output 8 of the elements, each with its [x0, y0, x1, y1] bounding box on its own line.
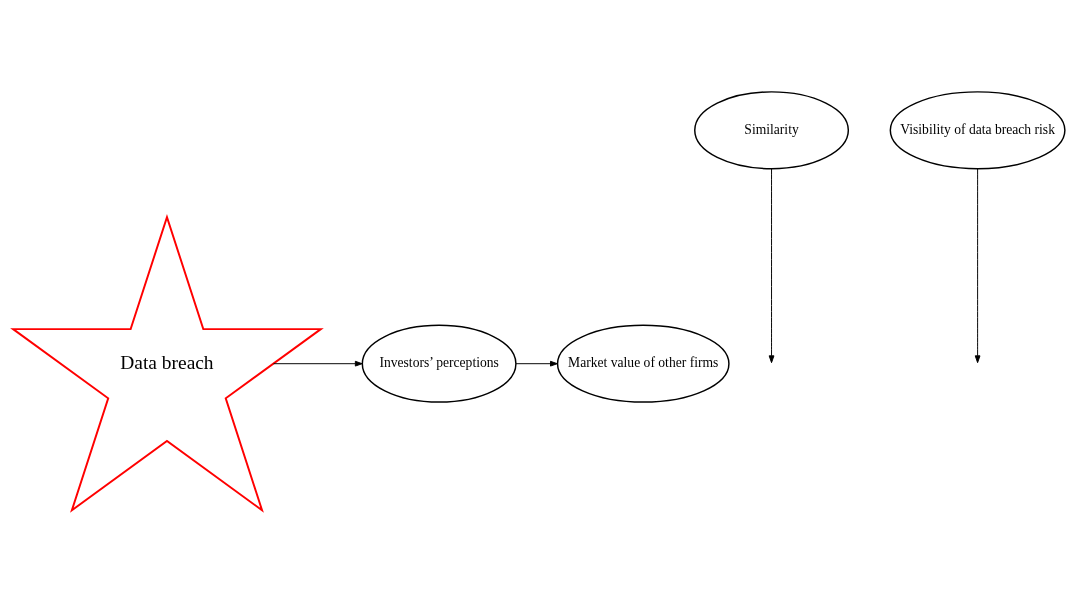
node-ellipse: Visibility of data breach risk: [889, 91, 1066, 170]
arrow: [768, 168, 775, 364]
node-ellipse: Market value of other firms: [556, 324, 730, 403]
arrow: [515, 360, 558, 367]
arrow: [974, 168, 981, 364]
arrow: [273, 360, 363, 367]
node-ellipse: Investors’ perceptions: [361, 324, 517, 403]
node-ellipse: Similarity: [694, 91, 850, 170]
